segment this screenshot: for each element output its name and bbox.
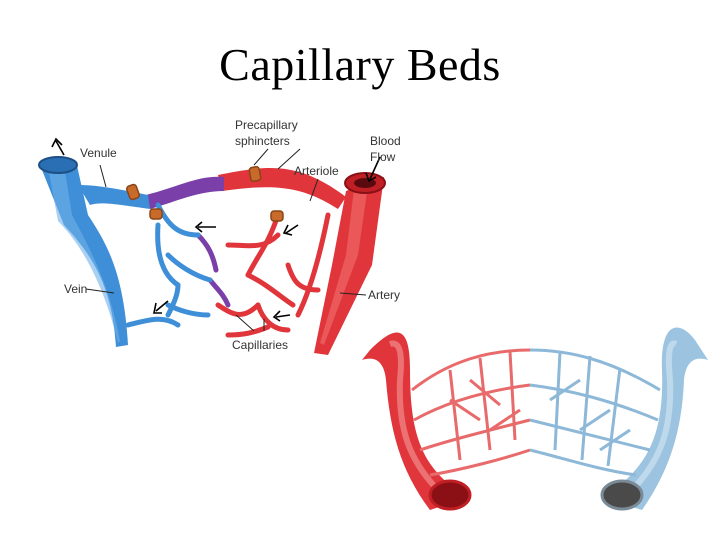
thoroughfare-channel [146,176,224,209]
arterial-capillaries [215,212,331,338]
capillaries-label: Capillaries [232,338,288,352]
artery-label: Artery [368,288,400,302]
precapillary-sphincters-label-line2: sphincters [235,134,290,148]
precapillary-sphincters [126,165,284,222]
flow-arrows [51,137,381,322]
arteriole-opening [428,479,472,511]
arteriole-label: Arteriole [294,164,339,178]
vein-label: Vein [64,282,87,296]
arteriole-curve [362,332,460,510]
precapillary-sphincters-label-line1: Precapillary [235,118,298,132]
blood-flow-label-line1: Blood [370,134,401,148]
venule-vessel [78,185,150,209]
venule-curve [610,327,708,510]
blood-flow-label-line2: Flow [370,150,396,164]
venous-capillary-mesh [529,348,661,477]
leader-lines [85,148,367,332]
mixed-capillaries [195,232,231,308]
labeled-capillary-bed-diagram: Precapillary sphincters Blood Flow Venul… [28,105,428,365]
vein-opening [38,156,78,174]
arterial-capillary-mesh [411,348,531,477]
capillary-network-illustration [362,327,708,511]
venule-opening [600,479,644,511]
venule-label: Venule [80,146,117,160]
page-title: Capillary Beds [219,39,501,90]
